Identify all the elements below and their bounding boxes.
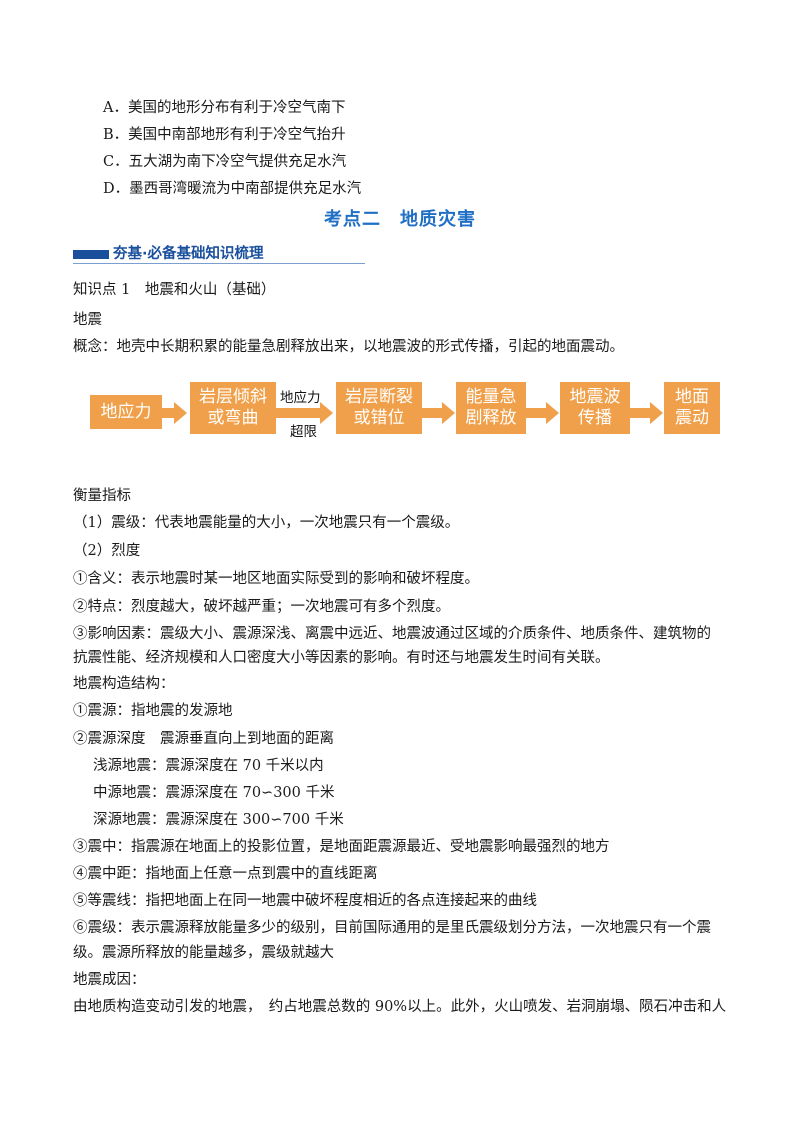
flow-arrow-shaft-4 — [526, 408, 546, 418]
flow-step-1: 地应力 — [90, 395, 162, 429]
intensity-factors-2: 抗震性能、经济规模和人口密度大小等因素的影响。有时还与地震发生时间有关联。 — [73, 650, 610, 666]
flow-label-top: 地应力 — [280, 390, 321, 406]
flow-step-4-text: 能量急 剧释放 — [465, 387, 517, 428]
section-title: 考点二 地质灾害 — [324, 209, 476, 230]
flow-arrow-shaft-1 — [162, 408, 174, 418]
flow-step-3: 岩层断裂 或错位 — [336, 382, 422, 434]
flow-label-bottom: 超限 — [290, 424, 317, 440]
flow-step-2-text: 岩层倾斜 或弯曲 — [199, 387, 267, 428]
flow-arrow-shaft-2 — [276, 408, 320, 418]
cause-line: 由地质构造变动引发的地震， 约占地震总数的 90%以上。此外，火山喷发、岩洞崩塌… — [73, 999, 727, 1015]
banner-text: 夯基·必备基础知识梳理 — [113, 246, 264, 262]
banner-rule — [73, 263, 365, 264]
option-d: D．墨西哥湾暖流为中南部提供充足水汽 — [103, 181, 362, 197]
flow-step-6: 地面 震动 — [664, 382, 720, 434]
flow-step-5-text: 地震波 传播 — [569, 387, 621, 428]
banner-bar — [73, 250, 109, 259]
magnitude-def-1: ⑥震级：表示震源释放能量多少的级别，目前国际通用的是里氏震级划分方法，一次地震只… — [73, 920, 711, 936]
earthquake-process-flowchart: 地应力 岩层倾斜 或弯曲 地应力 超限 岩层断裂 或错位 能量急 剧释放 地震波… — [90, 382, 720, 442]
magnitude-def-2: 级。震源所释放的能量越多，震级就越大 — [73, 945, 334, 961]
structure-heading: 地震构造结构： — [73, 676, 175, 692]
intensity-factors-1: ③影响因素：震级大小、震源深浅、离震中远近、地震波通过区域的介质条件、地质条件、… — [73, 626, 711, 642]
flow-arrow-3 — [442, 402, 455, 424]
option-c: C．五大湖为南下冷空气提供充足水汽 — [103, 154, 347, 170]
flow-step-6-text: 地面 震动 — [675, 387, 709, 428]
epicentral-distance-line: ④震中距：指地面上任意一点到震中的直线距离 — [73, 866, 378, 882]
intermediate-quake-line: 中源地震：震源深度在 70∽300 千米 — [93, 785, 335, 801]
flow-step-3-text: 岩层断裂 或错位 — [345, 387, 413, 428]
flow-step-2: 岩层倾斜 或弯曲 — [190, 382, 276, 434]
knowledge-point-heading: 知识点 1 地震和火山（基础） — [73, 282, 276, 298]
intensity-feature: ②特点：烈度越大，破坏越严重；一次地震可有多个烈度。 — [73, 599, 450, 615]
epicenter-line: ③震中：指震源在地面上的投影位置，是地面距震源最近、受地震影响最强烈的地方 — [73, 839, 610, 855]
earthquake-heading: 地震 — [73, 312, 102, 328]
option-b: B．美国中南部地形有利于冷空气抬升 — [103, 127, 346, 143]
section-banner: 夯基·必备基础知识梳理 — [73, 242, 365, 264]
flow-step-4: 能量急 剧释放 — [456, 382, 526, 434]
flow-arrow-1 — [174, 402, 187, 424]
isoseismal-line: ⑤等震线：指把地面上在同一地震中破坏程度相近的各点连接起来的曲线 — [73, 893, 537, 909]
cause-heading: 地震成因： — [73, 972, 146, 988]
intensity-meaning: ①含义：表示地震时某一地区地面实际受到的影响和破坏程度。 — [73, 571, 479, 587]
flow-arrow-2 — [320, 402, 333, 424]
focal-depth-line: ②震源深度 震源垂直向上到地面的距离 — [73, 731, 334, 747]
magnitude-line: （1）震级：代表地震能量的大小，一次地震只有一个震级。 — [73, 515, 460, 531]
deep-quake-line: 深源地震：震源深度在 300∽700 千米 — [93, 812, 344, 828]
flow-arrow-shaft-5 — [630, 408, 650, 418]
flow-arrow-shaft-3 — [422, 408, 442, 418]
concept-line: 概念：地壳中长期积累的能量急剧释放出来，以地震波的形式传播，引起的地面震动。 — [73, 339, 624, 355]
shallow-quake-line: 浅源地震：震源深度在 70 千米以内 — [93, 758, 324, 774]
option-a: A．美国的地形分布有利于冷空气南下 — [103, 100, 346, 116]
flow-step-5: 地震波 传播 — [560, 382, 630, 434]
flow-arrow-4 — [546, 402, 559, 424]
measure-heading: 衡量指标 — [73, 488, 131, 504]
flow-arrow-5 — [650, 402, 663, 424]
intensity-heading: （2）烈度 — [73, 543, 141, 559]
focus-line: ①震源：指地震的发源地 — [73, 703, 233, 719]
